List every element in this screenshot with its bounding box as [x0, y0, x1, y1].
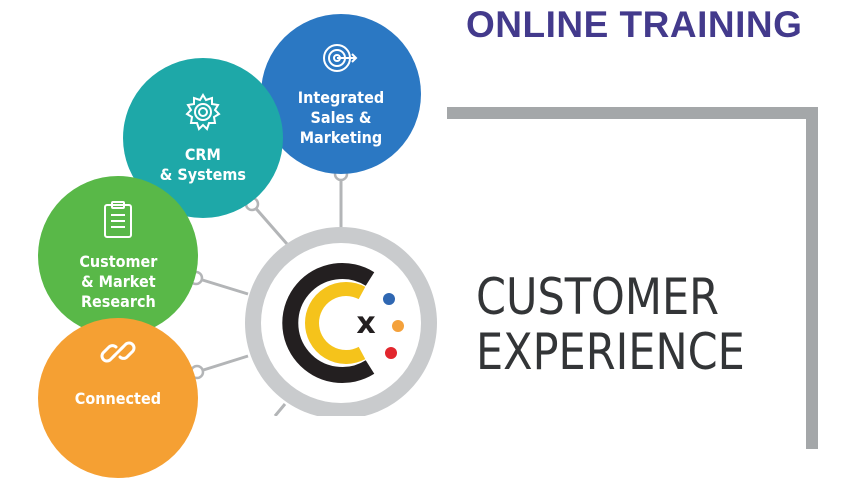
- bubble-connected: Connected: [38, 318, 198, 478]
- cx-logo: x: [282, 263, 404, 383]
- clipboard-icon: [103, 200, 133, 244]
- customer-experience-title: CUSTOMER EXPERIENCE: [476, 270, 745, 380]
- bubble-label: Integrated Sales & Marketing: [297, 87, 385, 147]
- target-icon: [322, 41, 360, 80]
- logo-letter: x: [356, 306, 375, 341]
- bubble-integrated-sales-marketing: Integrated Sales & Marketing: [261, 14, 421, 174]
- title-line-2: EXPERIENCE: [476, 323, 745, 381]
- logo-dot-red: [385, 347, 397, 359]
- gear-icon: [183, 92, 223, 137]
- logo-outer-c: [282, 263, 375, 383]
- title-frame: [447, 107, 818, 449]
- online-training-heading: ONLINE TRAINING: [466, 4, 803, 45]
- connector-lines: [195, 174, 343, 416]
- title-line-1: CUSTOMER: [476, 268, 720, 326]
- bubble-customer-market-research: Customer & Market Research: [38, 176, 198, 336]
- chain-link-icon: [98, 332, 138, 377]
- bubble-label: Connected: [74, 389, 162, 408]
- logo-dot-blue: [383, 293, 395, 305]
- logo-dot-orange: [392, 320, 404, 332]
- bubble-label: CRM & Systems: [159, 144, 247, 184]
- bubble-label: Customer & Market Research: [78, 251, 158, 311]
- logo-inner-c: [305, 282, 366, 364]
